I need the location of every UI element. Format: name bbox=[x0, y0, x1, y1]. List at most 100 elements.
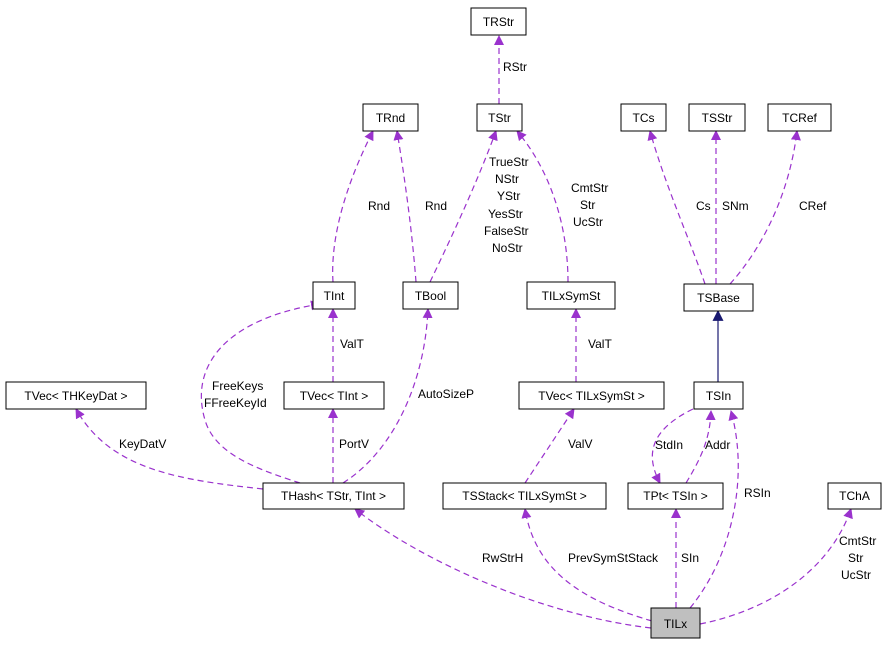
node-box bbox=[620, 103, 667, 132]
edge-label-tcha-cmtstr: CmtStr bbox=[839, 534, 876, 548]
edge-label-truestr: TrueStr bbox=[489, 155, 529, 169]
edge-label-rnd-tint: Rnd bbox=[368, 199, 390, 213]
node-tilxsymst[interactable]: TILxSymSt bbox=[526, 281, 616, 310]
node-tpt-tsin[interactable]: TPt< TSIn > bbox=[627, 482, 724, 510]
edge-label-rwstrh: RwStrH bbox=[482, 551, 523, 565]
nodes: TRStr TStr TRnd TCs TSStr TCRef TInt TB bbox=[5, 7, 882, 639]
edge-label-yesstr: YesStr bbox=[488, 207, 523, 221]
edge-tilx-tsstack bbox=[521, 508, 653, 622]
edge-label-valt-tint: ValT bbox=[340, 337, 364, 351]
edge-label-valt-symst: ValT bbox=[588, 337, 612, 351]
node-box bbox=[526, 281, 616, 310]
node-trnd[interactable]: TRnd bbox=[362, 103, 419, 132]
edge-tbool-tstr bbox=[429, 130, 498, 283]
node-label: TSBase bbox=[697, 291, 740, 305]
node-box bbox=[693, 381, 744, 410]
node-label: TCs bbox=[633, 111, 655, 125]
node-label: TChA bbox=[839, 489, 870, 503]
edge-thash-tbool bbox=[342, 308, 433, 484]
node-tsstr[interactable]: TSStr bbox=[688, 103, 746, 132]
node-label: TRStr bbox=[483, 15, 514, 29]
edge-label-cs: Cs bbox=[696, 199, 711, 213]
edge-tsbase-tcs bbox=[647, 130, 706, 285]
node-label: TVec< TILxSymSt > bbox=[538, 389, 645, 403]
node-tsstack[interactable]: TSStack< TILxSymSt > bbox=[442, 482, 607, 510]
edge-thash-tvec-thkeydat bbox=[75, 408, 264, 490]
edge-label-cref: CRef bbox=[799, 199, 827, 213]
node-label: TStr bbox=[488, 111, 511, 125]
node-label: TILxSymSt bbox=[542, 289, 601, 303]
edge-label-portv: PortV bbox=[339, 437, 369, 451]
edge-tsin-tpt-stdin bbox=[651, 408, 694, 484]
edge-tbool-trnd bbox=[393, 130, 417, 283]
node-box bbox=[518, 381, 665, 410]
edge-label-autosizep: AutoSizeP bbox=[418, 387, 474, 401]
edge-label-prevsymststack: PrevSymStStack bbox=[568, 551, 659, 565]
node-box bbox=[470, 7, 527, 36]
node-label: TSStack< TILxSymSt > bbox=[462, 489, 587, 503]
edge-label-snm: SNm bbox=[722, 199, 749, 213]
edge-label-tcha-str: Str bbox=[848, 551, 863, 565]
node-box bbox=[683, 283, 754, 312]
node-tsin[interactable]: TSIn bbox=[693, 381, 744, 410]
node-trstr[interactable]: TRStr bbox=[470, 7, 527, 36]
node-label: TSStr bbox=[702, 111, 733, 125]
node-box bbox=[827, 482, 882, 510]
edge-tsstack-tvec-symst bbox=[524, 408, 575, 484]
edge-label-rstr: RStr bbox=[503, 60, 527, 74]
node-box bbox=[650, 607, 701, 639]
node-label: TILx bbox=[664, 617, 687, 631]
edge-tsbase-tcref bbox=[729, 130, 801, 285]
node-tstr[interactable]: TStr bbox=[476, 103, 523, 132]
edge-label-valv: ValV bbox=[568, 437, 592, 451]
node-label: TCRef bbox=[782, 111, 817, 125]
node-tint[interactable]: TInt bbox=[312, 281, 356, 310]
node-thash[interactable]: THash< TStr, TInt > bbox=[262, 482, 405, 510]
node-tcref[interactable]: TCRef bbox=[767, 103, 832, 132]
edge-label-stdin: StdIn bbox=[655, 438, 683, 452]
node-box bbox=[688, 103, 746, 132]
edge-label-rsin: RSIn bbox=[744, 486, 771, 500]
node-box bbox=[476, 103, 523, 132]
node-label: TInt bbox=[324, 289, 345, 303]
node-tsbase[interactable]: TSBase bbox=[683, 283, 754, 312]
edge-label-keydatv: KeyDatV bbox=[119, 437, 166, 451]
node-label: TPt< TSIn > bbox=[643, 489, 707, 503]
node-box bbox=[402, 281, 459, 310]
node-tcs[interactable]: TCs bbox=[620, 103, 667, 132]
node-tvec-tint[interactable]: TVec< TInt > bbox=[283, 381, 385, 410]
node-label: TVec< THKeyDat > bbox=[24, 389, 127, 403]
edge-tint-trnd bbox=[332, 130, 374, 283]
edge-label-ystr: YStr bbox=[497, 189, 520, 203]
edge-label-rnd-tbool: Rnd bbox=[425, 199, 447, 213]
edge-label-falsestr: FalseStr bbox=[484, 224, 529, 238]
node-label: TSIn bbox=[706, 389, 731, 403]
node-tvec-tilxsymst[interactable]: TVec< TILxSymSt > bbox=[518, 381, 665, 410]
edge-label-tcha-ucstr: UcStr bbox=[841, 568, 871, 582]
node-tilx[interactable]: TILx bbox=[650, 607, 701, 639]
node-label: THash< TStr, TInt > bbox=[281, 489, 386, 503]
node-label: TBool bbox=[415, 289, 446, 303]
edge-label-freekeys: FreeKeys bbox=[212, 379, 263, 393]
edge-tilx-thash bbox=[354, 508, 652, 629]
node-tcha[interactable]: TChA bbox=[827, 482, 882, 510]
node-box bbox=[442, 482, 607, 510]
node-tbool[interactable]: TBool bbox=[402, 281, 459, 310]
edge-tilxsymst-tstr bbox=[516, 130, 569, 283]
edge-tilx-tcha bbox=[699, 508, 853, 625]
node-box bbox=[283, 381, 385, 410]
node-label: TRnd bbox=[376, 111, 405, 125]
edge-label-nstr: NStr bbox=[495, 172, 519, 186]
node-box bbox=[262, 482, 405, 510]
edges: RStr Rnd Rnd TrueStr NStr YStr YesStr Fa… bbox=[75, 35, 876, 629]
node-box bbox=[767, 103, 832, 132]
node-box bbox=[627, 482, 724, 510]
node-label: TVec< TInt > bbox=[300, 389, 368, 403]
edge-label-addr: Addr bbox=[705, 438, 730, 452]
node-tvec-thkeydat[interactable]: TVec< THKeyDat > bbox=[5, 381, 147, 410]
edge-label-ffreekeyid: FFreeKeyId bbox=[204, 396, 267, 410]
edge-label-nostr: NoStr bbox=[492, 241, 523, 255]
node-box bbox=[362, 103, 419, 132]
node-box bbox=[5, 381, 147, 410]
